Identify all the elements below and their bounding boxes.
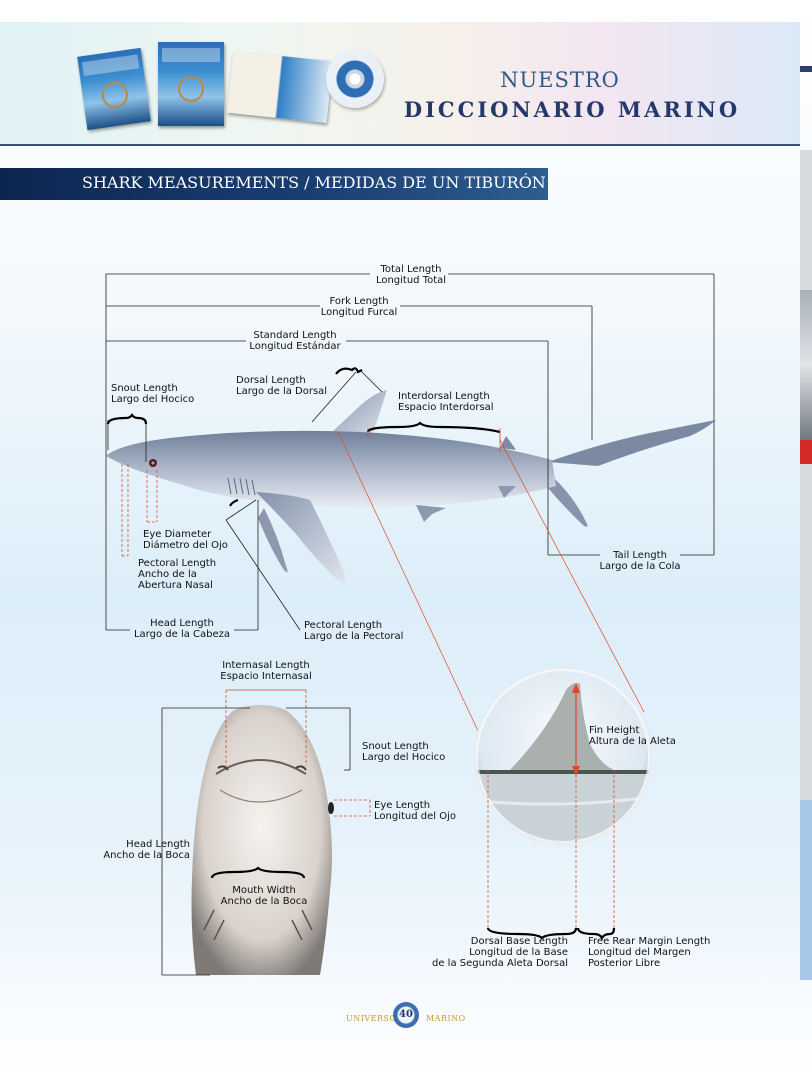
page-number: 40 bbox=[399, 1009, 413, 1020]
label-internasal-length: Internasal Length Espacio Internasal bbox=[220, 660, 312, 682]
label-mouth-width: Mouth Width Ancho de la Boca bbox=[220, 885, 308, 907]
label-free-rear-margin: Free Rear Margin Length Longitud del Mar… bbox=[588, 936, 711, 969]
label-interdorsal-length: Interdorsal Length Espacio Interdorsal bbox=[398, 391, 494, 413]
magazine-cover-2 bbox=[158, 42, 224, 126]
footer-left-text: UNIVERSO bbox=[346, 1014, 397, 1023]
label-pectoral-nasal: Pectoral Length Ancho de la Abertura Nas… bbox=[138, 558, 217, 591]
label-head-length-side: Head Length Largo de la Cabeza bbox=[133, 618, 231, 640]
shark-ventral-illustration bbox=[191, 705, 334, 975]
right-edge-tab bbox=[800, 66, 812, 72]
header-divider bbox=[0, 144, 800, 146]
label-total-length: Total Length Longitud Total bbox=[375, 264, 447, 286]
right-edge-strip bbox=[800, 150, 812, 980]
fin-detail-bubble bbox=[474, 667, 652, 845]
page-number-badge bbox=[393, 1002, 419, 1028]
label-standard-length: Standard Length Longitud Estándar bbox=[249, 330, 341, 352]
label-fork-length: Fork Length Longitud Furcal bbox=[320, 296, 398, 318]
label-head-length-ventral: Head Length Ancho de la Boca bbox=[103, 839, 190, 861]
label-pectoral-length: Pectoral Length Largo de la Pectoral bbox=[304, 620, 404, 642]
footer-right-text: MARINO bbox=[426, 1014, 466, 1023]
label-eye-diameter: Eye Diameter Diámetro del Ojo bbox=[143, 529, 228, 551]
label-fin-height: Fin Height Altura de la Aleta bbox=[589, 725, 676, 747]
header-title-top: NUESTRO bbox=[500, 68, 620, 92]
section-title: SHARK MEASUREMENTS / MEDIDAS DE UN TIBUR… bbox=[82, 173, 546, 192]
label-eye-length: Eye Length Longitud del Ojo bbox=[374, 800, 456, 822]
label-snout-length-ventral: Snout Length Largo del Hocico bbox=[362, 741, 446, 763]
shark-side-illustration bbox=[106, 390, 716, 583]
cd-disc bbox=[326, 50, 384, 108]
label-snout-length-side: Snout Length Largo del Hocico bbox=[111, 383, 195, 405]
label-dorsal-length: Dorsal Length Largo de la Dorsal bbox=[236, 375, 328, 397]
header-title-bottom: DICCIONARIO MARINO bbox=[403, 97, 741, 122]
label-dorsal-base-length: Dorsal Base Length Longitud de la Base d… bbox=[432, 936, 568, 969]
label-tail-length: Tail Length Largo de la Cola bbox=[599, 550, 681, 572]
section-title-bar bbox=[0, 168, 548, 200]
